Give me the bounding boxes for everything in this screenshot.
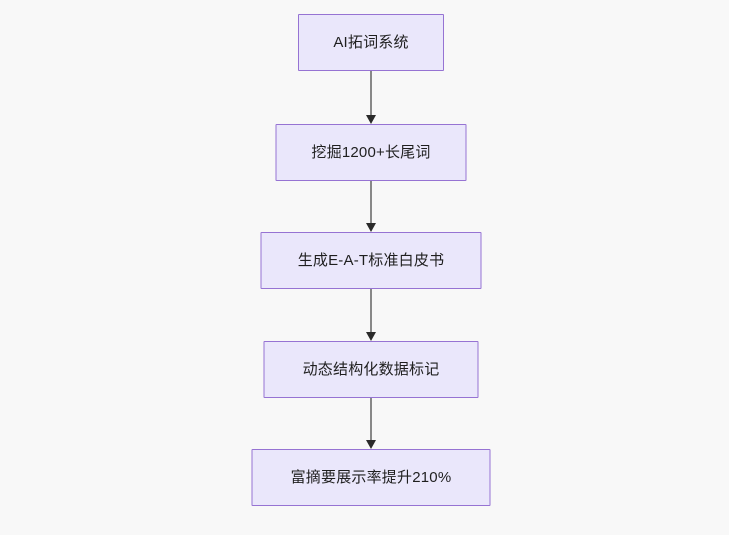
flow-node-label: 富摘要展示率提升210%	[290, 468, 452, 486]
flow-node-n5[interactable]: 富摘要展示率提升210%	[251, 449, 491, 506]
flow-node-n3[interactable]: 生成E-A-T标准白皮书	[260, 232, 482, 289]
flow-edge-n1-to-n2	[364, 71, 378, 124]
flow-node-n4[interactable]: 动态结构化数据标记	[263, 341, 479, 398]
flow-node-n1[interactable]: AI拓词系统	[298, 14, 444, 71]
flow-edge-n4-to-n5	[364, 398, 378, 449]
flow-node-label: AI拓词系统	[333, 33, 409, 51]
flow-node-label: 生成E-A-T标准白皮书	[297, 251, 445, 269]
flow-node-n2[interactable]: 挖掘1200+长尾词	[275, 124, 467, 181]
flow-node-label: 动态结构化数据标记	[302, 360, 440, 378]
flow-edge-n2-to-n3	[364, 181, 378, 232]
flow-edge-n3-to-n4	[364, 289, 378, 341]
flow-node-label: 挖掘1200+长尾词	[311, 143, 431, 161]
